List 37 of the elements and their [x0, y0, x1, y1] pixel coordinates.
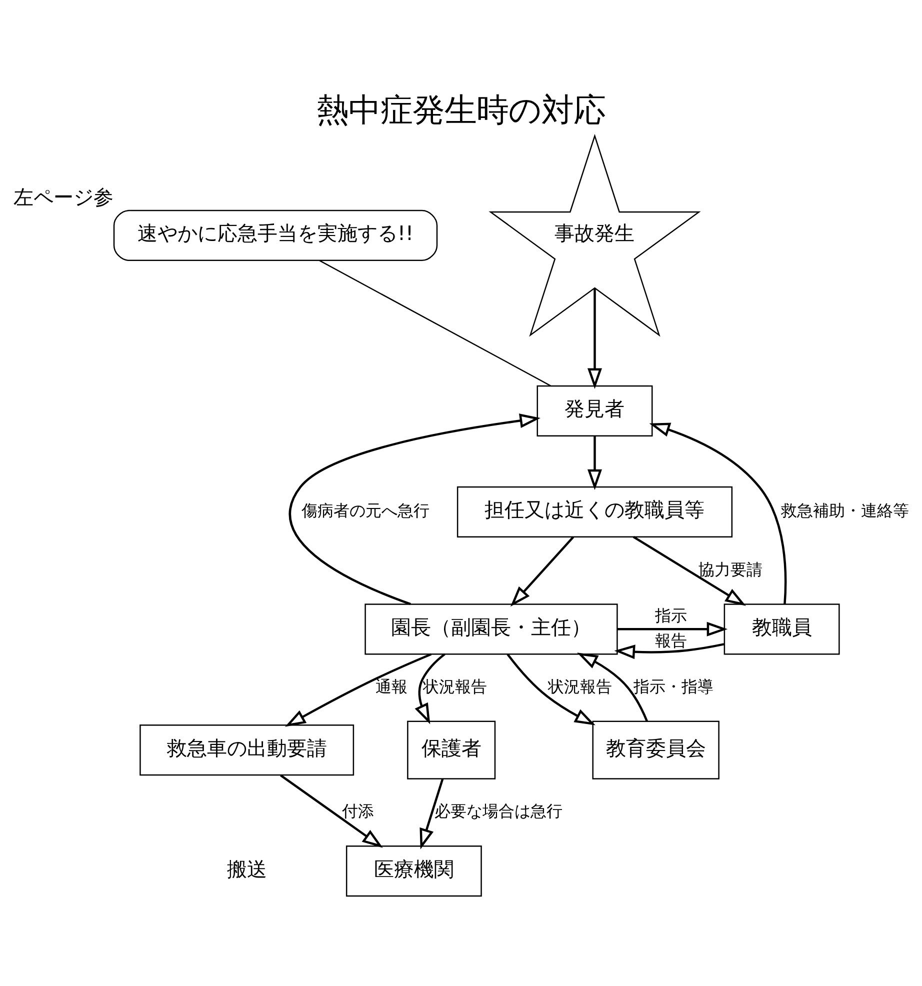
arrow	[510, 536, 574, 607]
arrow	[577, 652, 648, 722]
label: 搬送	[226, 856, 267, 881]
arrow	[284, 653, 432, 727]
node-box: 発見者	[536, 385, 653, 436]
arrow	[288, 414, 540, 606]
edge-label: 必要な場合は急行	[434, 802, 563, 821]
edge-label: 指示	[654, 606, 687, 625]
arrow	[414, 653, 446, 724]
edge-label: 付添	[342, 802, 374, 821]
edge-label: 指示・指導	[633, 676, 714, 696]
node-box: 担任又は近くの教職員等	[456, 486, 733, 538]
edge-label: 傷病者の元へ急行	[301, 501, 430, 520]
node-box: 医療機関	[346, 846, 482, 897]
arrow	[649, 422, 787, 604]
node-box: 速やかに応急手当を実施する!!	[113, 210, 438, 262]
connector	[319, 260, 551, 386]
node-box: 教育委員会	[592, 720, 720, 780]
node-box: 園長（副園長・主任）	[364, 604, 618, 655]
arrow	[617, 622, 728, 636]
edge-label: 報告	[654, 630, 687, 650]
arrow	[420, 778, 444, 850]
arrow	[632, 536, 746, 606]
arrow	[614, 643, 724, 660]
diagram-title: 熱中症発生時の対応	[316, 90, 606, 129]
edge-label: 協力要請	[698, 560, 763, 579]
node-box: 救急車の出動要請	[140, 724, 354, 776]
arrow	[280, 774, 383, 848]
edge-label: 救急補助・連絡等	[780, 501, 909, 520]
node-label: 左ページ参	[14, 185, 114, 210]
edge-label: 状況報告	[423, 676, 488, 696]
edge-label: 状況報告	[548, 676, 612, 696]
node-box: 教職員	[724, 604, 840, 655]
node-box: 保護者	[407, 720, 496, 780]
arrow	[506, 654, 596, 726]
edge-label: 通報	[375, 676, 408, 696]
arrow	[587, 436, 602, 490]
